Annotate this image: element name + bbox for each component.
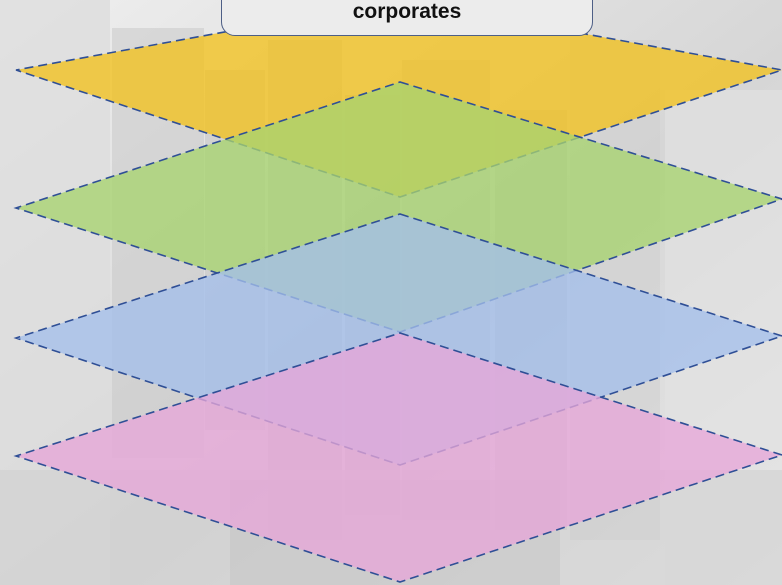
corporates-label-box: corporates xyxy=(221,0,593,36)
corporates-label: corporates xyxy=(352,0,462,23)
layer-pink xyxy=(13,332,782,583)
layers-group xyxy=(13,0,782,583)
